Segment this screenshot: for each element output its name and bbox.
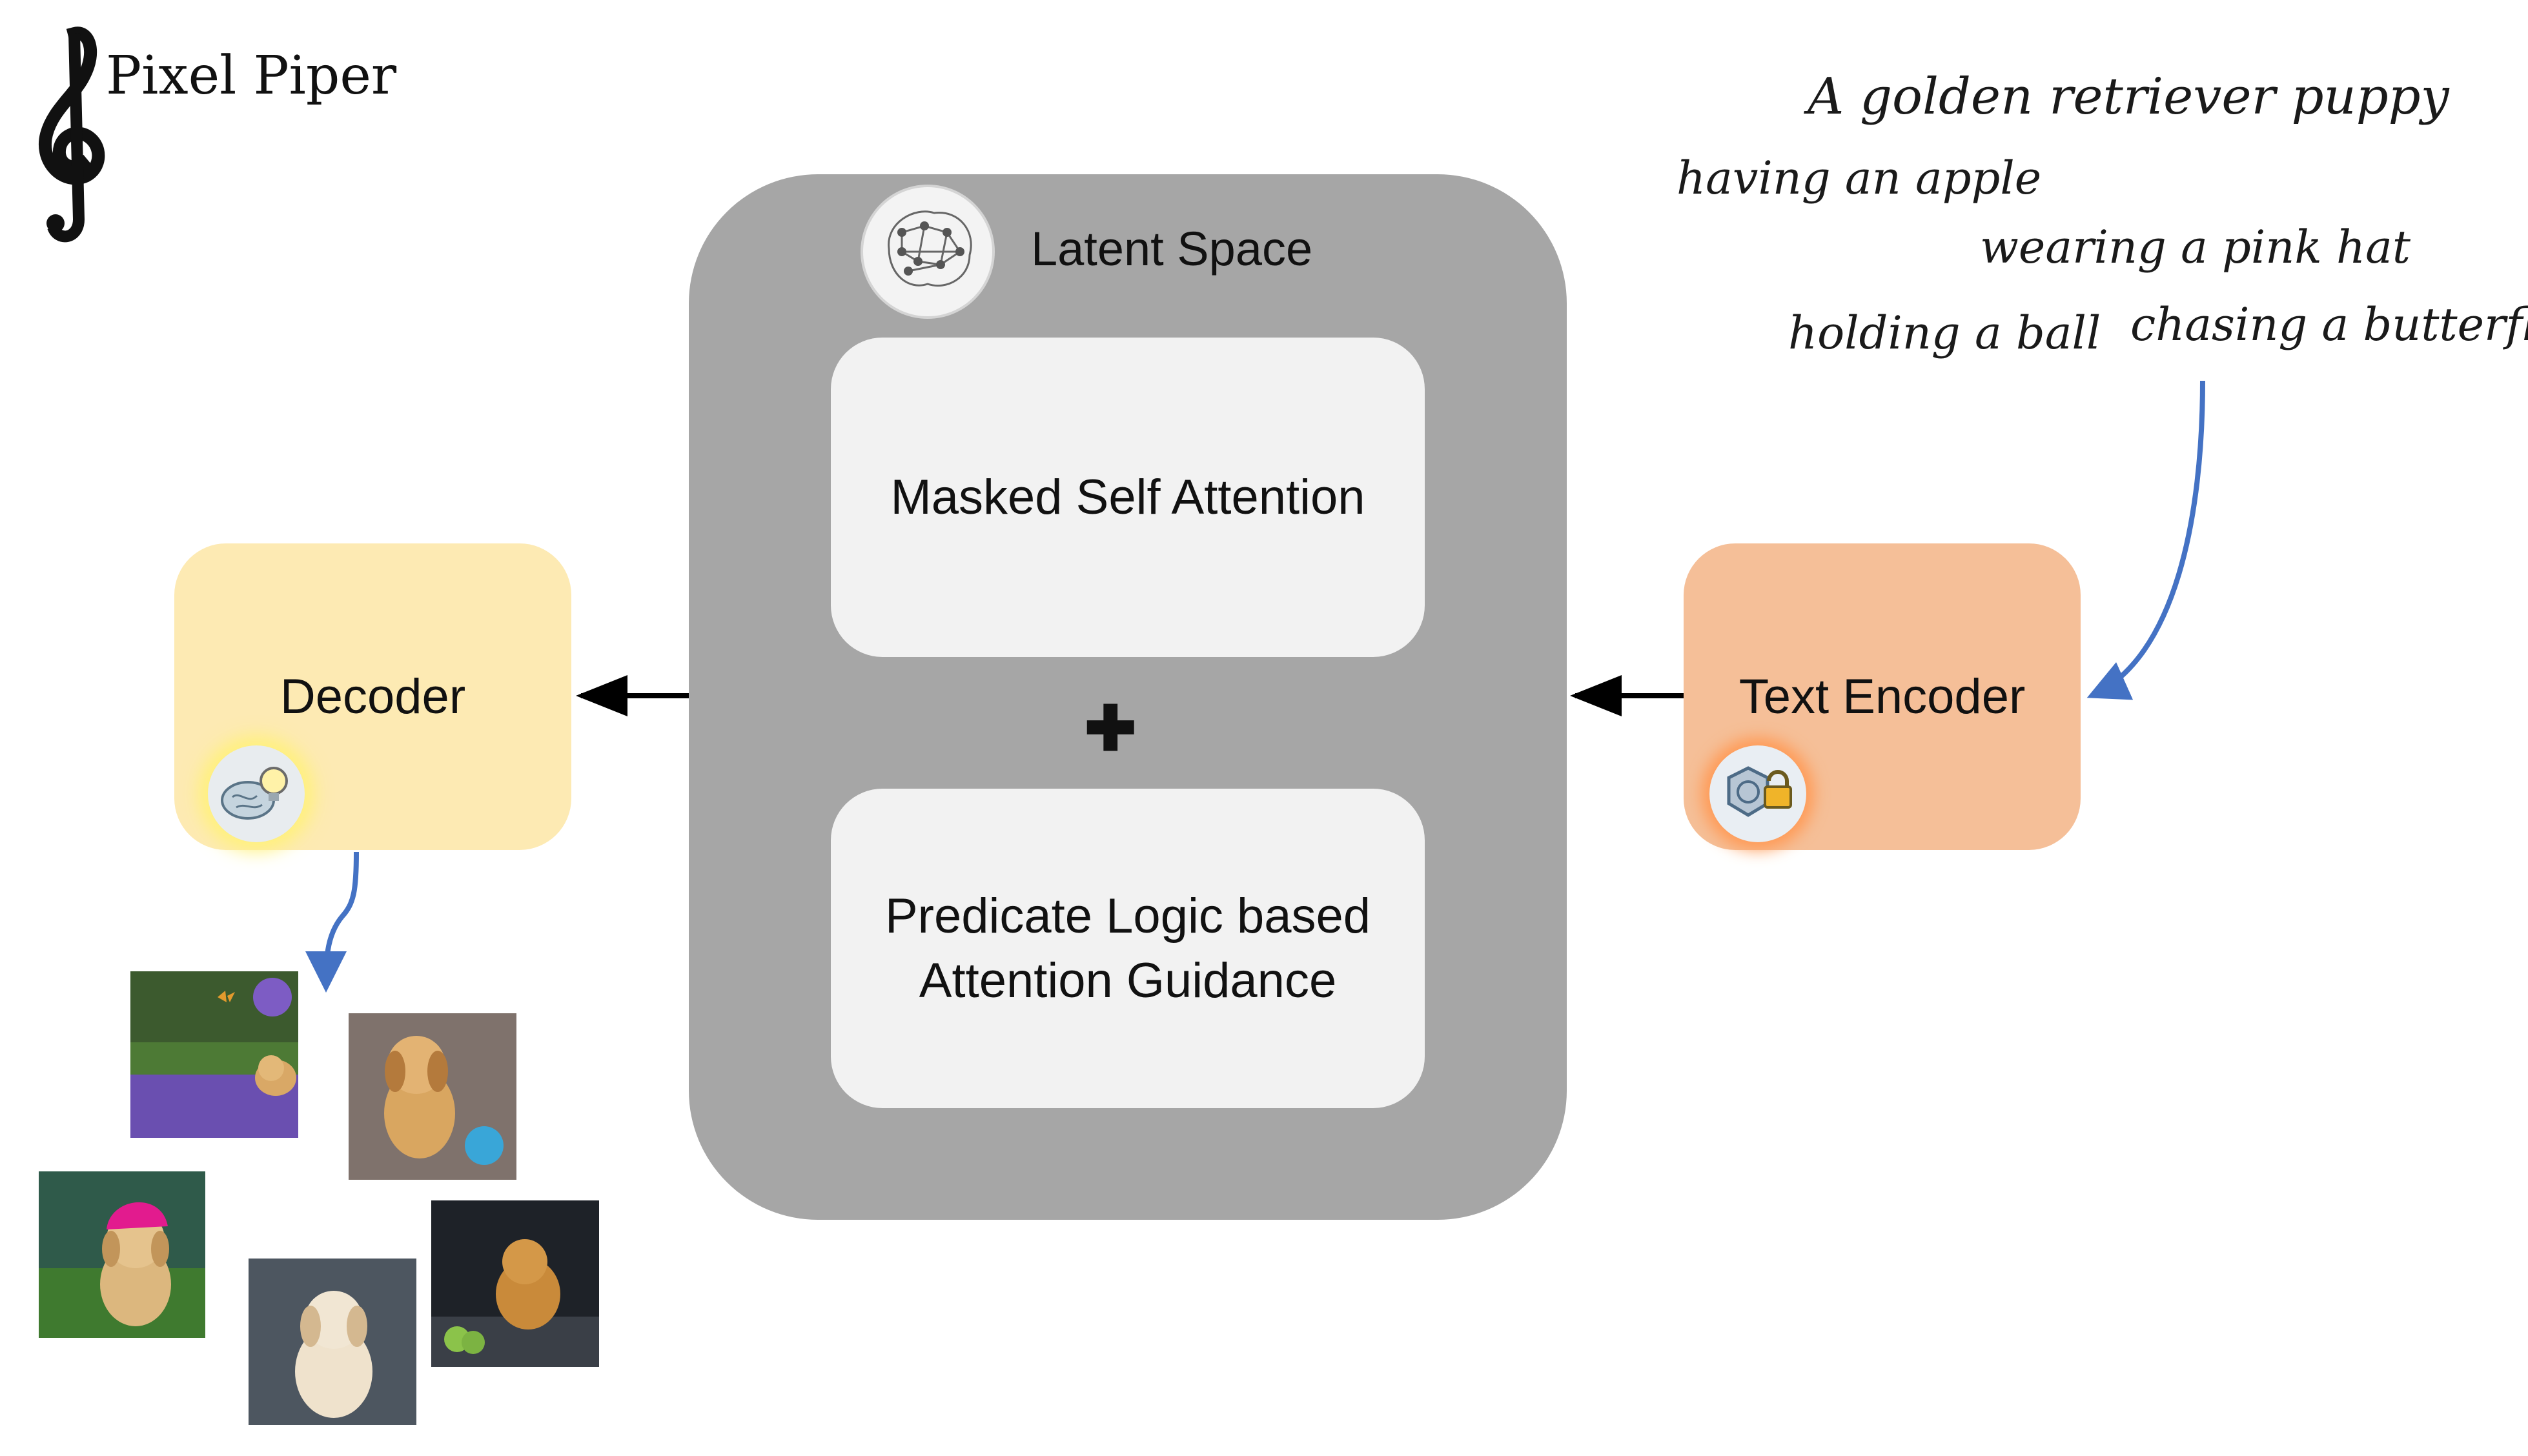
generated-image-butterfly: [130, 971, 298, 1138]
brain-lightbulb-icon: [208, 745, 305, 842]
predicate-logic-guidance-block: Predicate Logic based Attention Guidance: [831, 789, 1425, 1108]
plus-symbol: ✚: [1085, 694, 1137, 763]
generated-image-apple: [431, 1200, 599, 1367]
masked-self-attention-label: Masked Self Attention: [890, 469, 1365, 525]
prompt-phrase-hat: wearing a pink hat: [1980, 221, 2411, 274]
predicate-logic-guidance-label: Predicate Logic based Attention Guidance: [884, 888, 1371, 1008]
logo-title: Pixel Piper: [106, 45, 397, 106]
latent-space-label: Latent Space: [1031, 222, 1313, 276]
prompt-to-encoder-arrow: [2086, 380, 2205, 700]
neural-network-icon: [863, 187, 992, 316]
lock-hexagon-icon: [1709, 745, 1806, 842]
generated-image-gray-background: [249, 1259, 416, 1425]
prompt-phrase-butterfly: chasing a butterfly: [2130, 298, 2528, 351]
prompt-phrase-ball: holding a ball: [1788, 307, 2101, 359]
decoder-label: Decoder: [280, 669, 466, 724]
treble-clef-icon: [39, 26, 105, 243]
masked-self-attention-block: Masked Self Attention: [831, 338, 1425, 657]
generated-image-ball: [349, 1013, 516, 1180]
decoder-to-images-arrow: [305, 851, 359, 993]
text-encoder-label: Text Encoder: [1738, 669, 2026, 724]
generated-image-pink-hat: [39, 1171, 205, 1338]
prompt-phrase-apple: having an apple: [1677, 152, 2042, 205]
prompt-subject: A golden retriever puppy: [1808, 68, 2449, 126]
